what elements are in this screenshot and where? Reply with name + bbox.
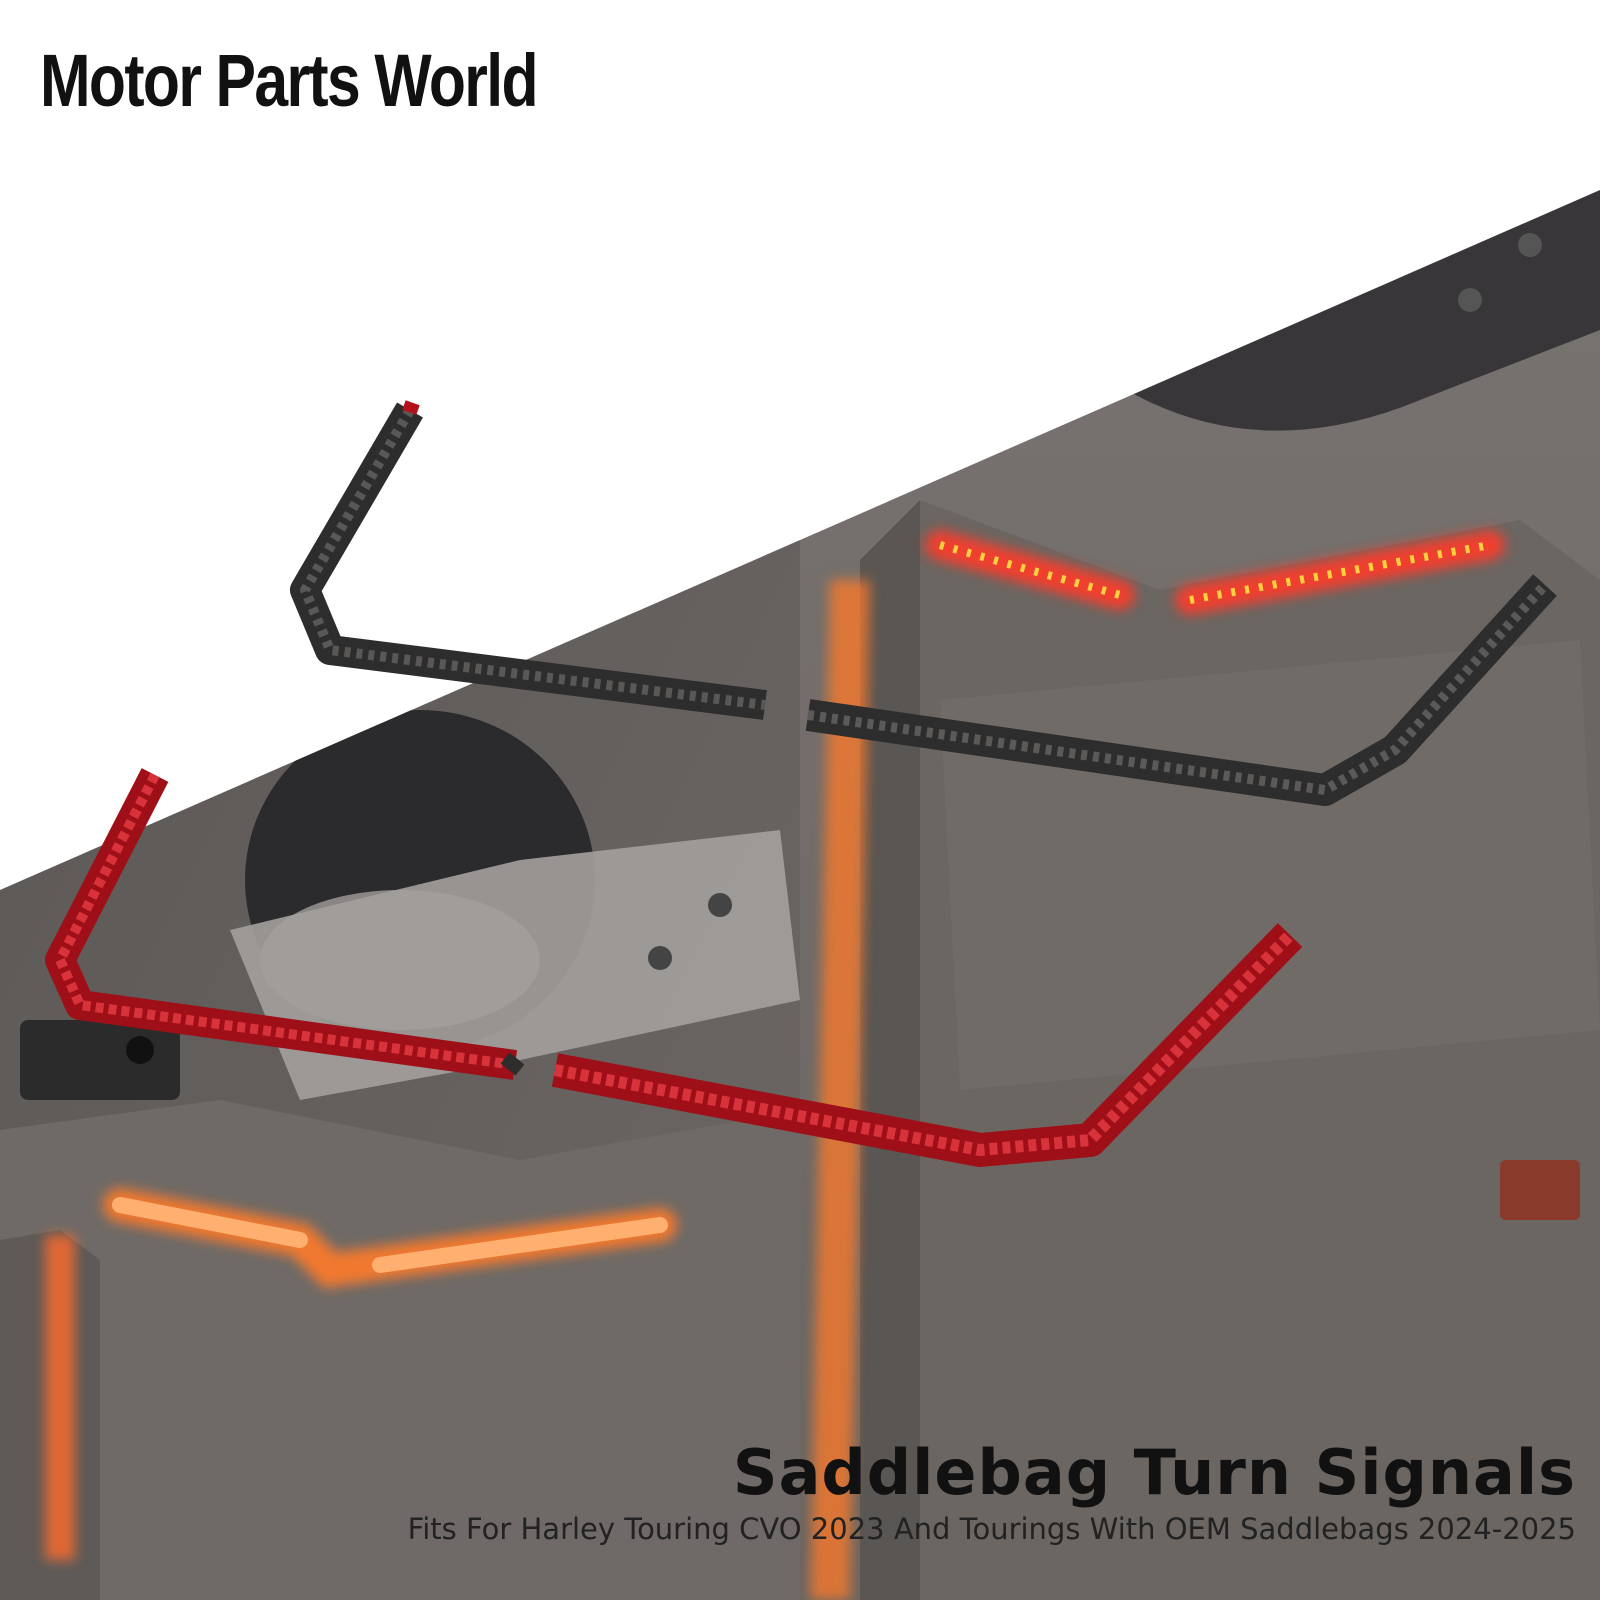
- smoke-lens-signal-right: [805, 574, 1557, 806]
- smoke-lens-signal-top: [290, 400, 767, 720]
- product-title: Saddlebag Turn Signals: [732, 1436, 1576, 1509]
- left-photo-panel: [0, 190, 800, 1600]
- red-lens-signal-bottom: [551, 923, 1303, 1167]
- product-subtitle: Fits For Harley Touring CVO 2023 And Tou…: [407, 1512, 1576, 1546]
- brand-logo-text: Motor Parts World: [40, 39, 539, 122]
- red-lens-signal-left: [45, 768, 525, 1080]
- right-photo-panel: [800, 190, 1600, 1600]
